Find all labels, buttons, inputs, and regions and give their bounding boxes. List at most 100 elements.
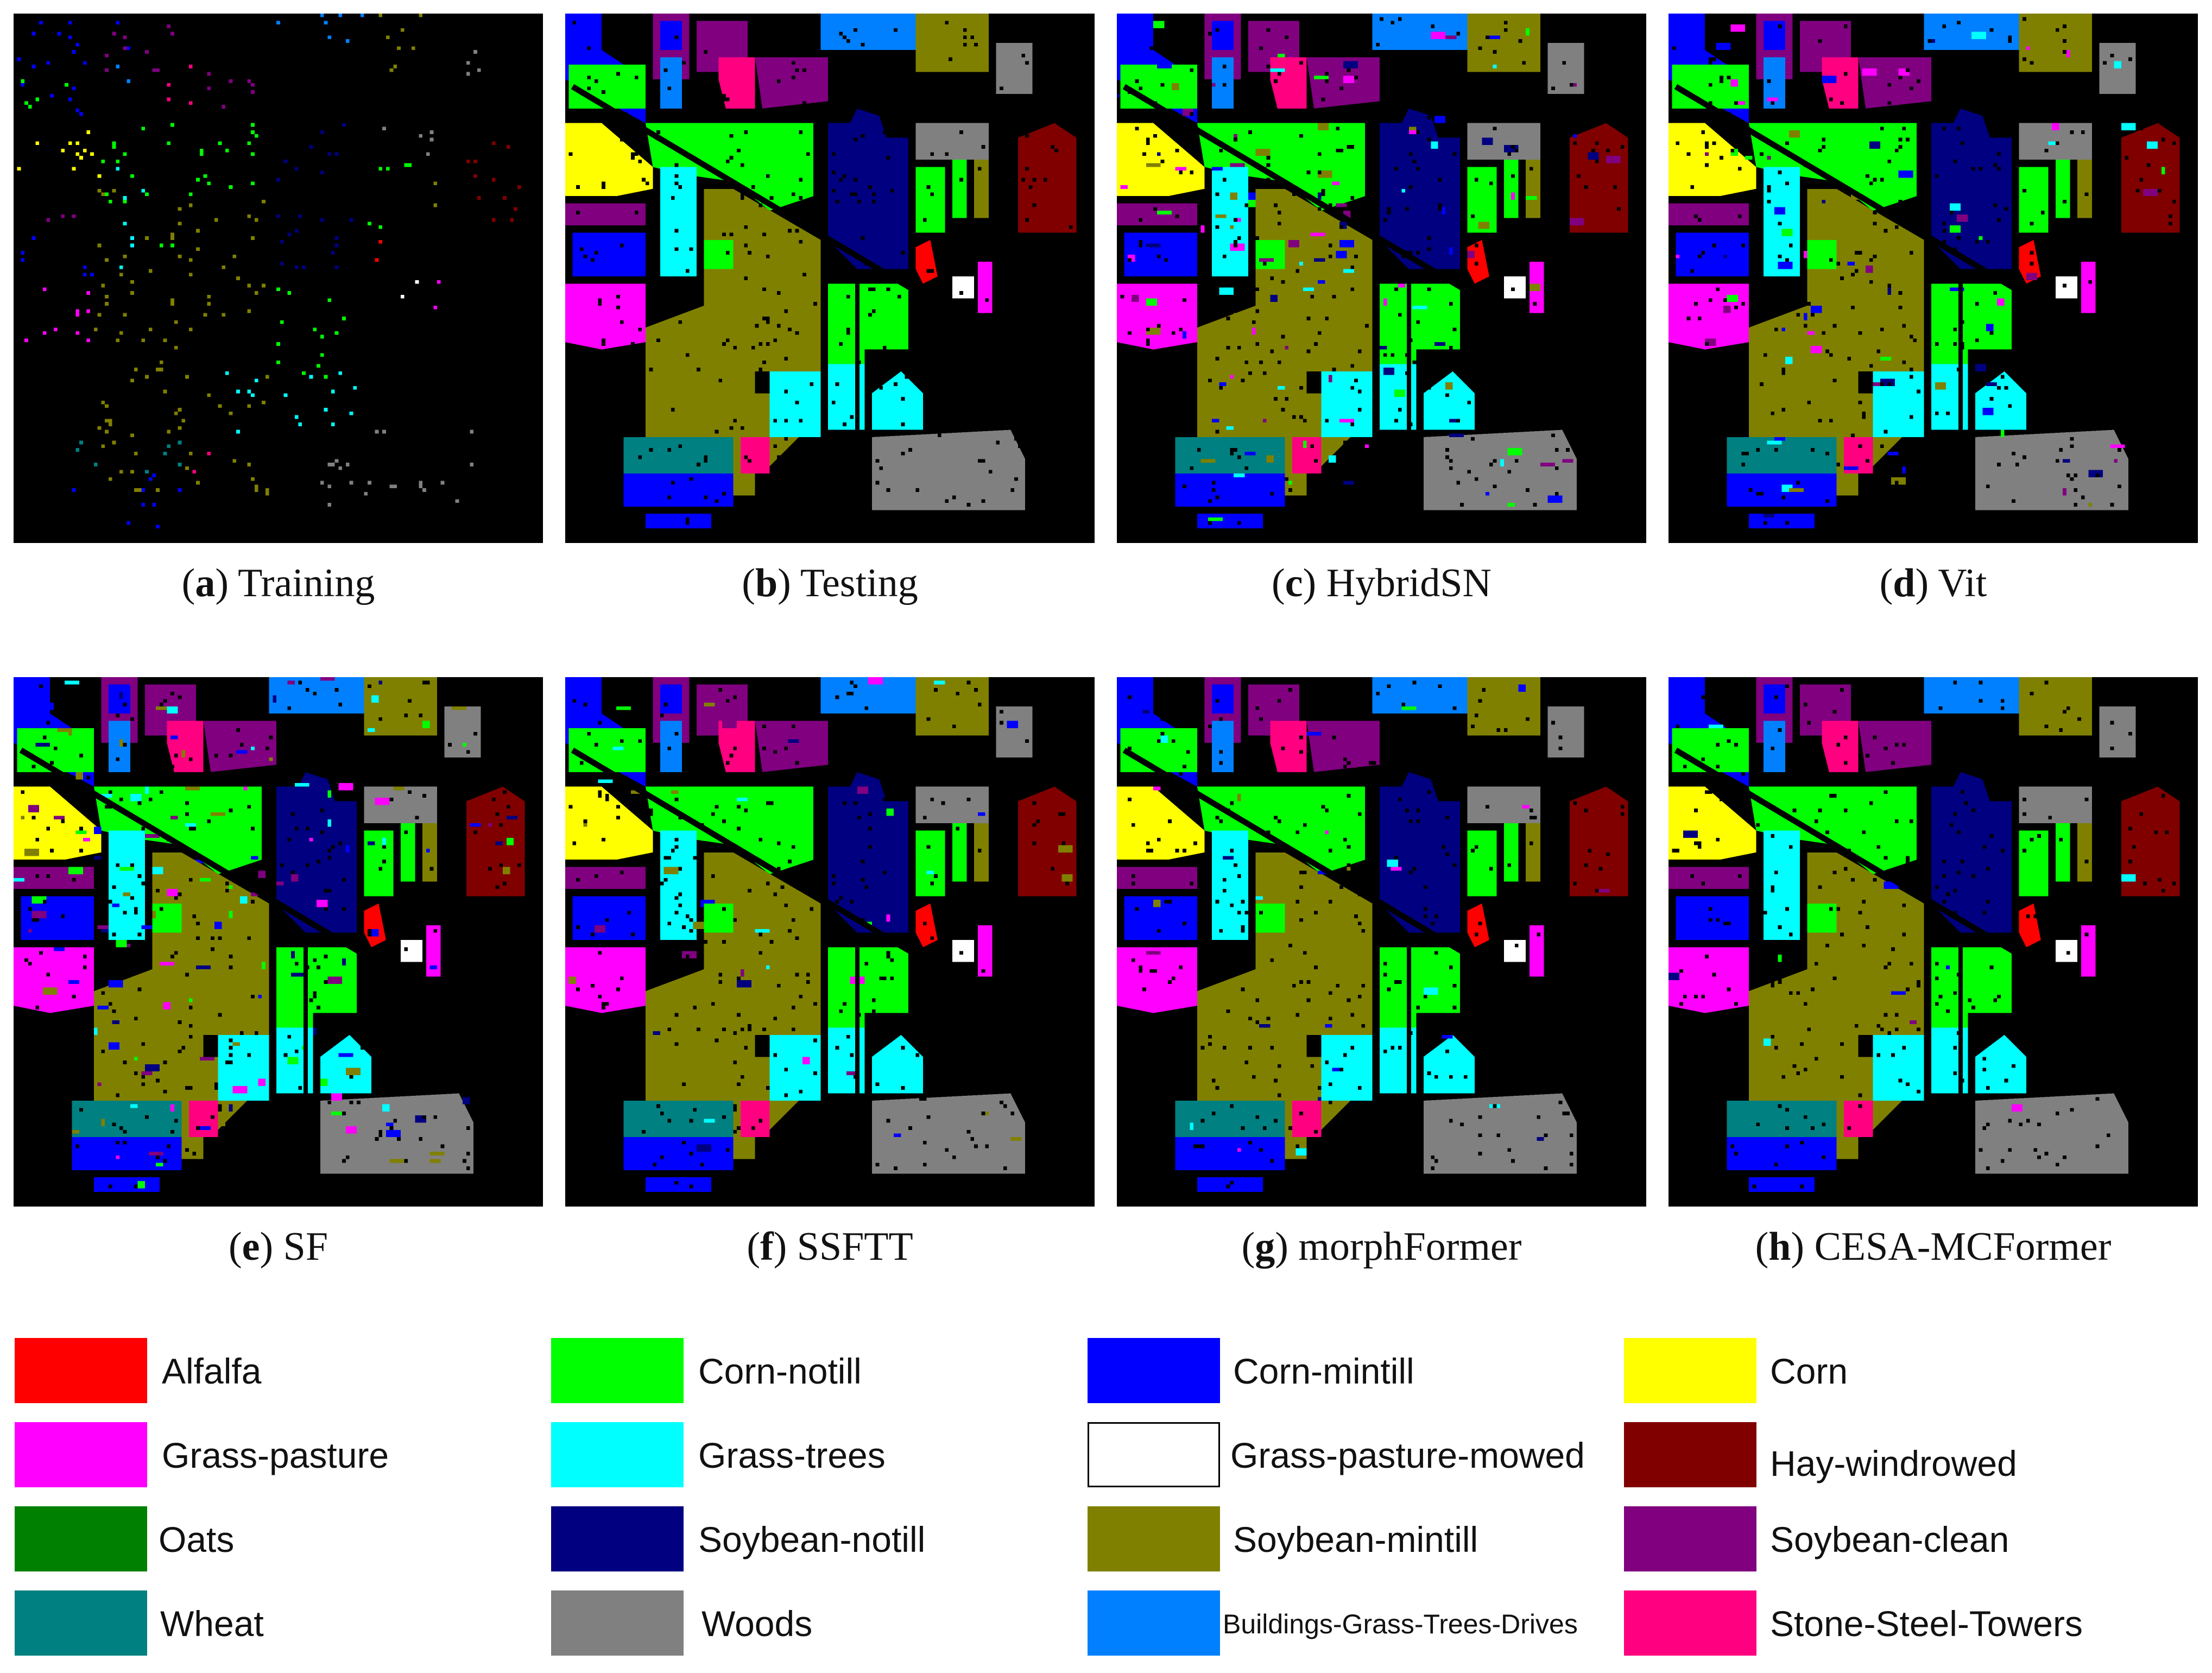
misclassified-patch bbox=[101, 929, 109, 933]
unlabeled-pixel bbox=[1690, 185, 1695, 189]
legend-swatch-corn-notill bbox=[551, 1338, 684, 1403]
training-sample bbox=[185, 375, 189, 379]
unlabeled-pixel bbox=[839, 31, 843, 36]
unlabeled-pixel bbox=[901, 451, 905, 456]
unlabeled-pixel bbox=[890, 188, 894, 193]
unlabeled-pixel bbox=[1712, 141, 1716, 146]
misclassified-patch bbox=[229, 885, 233, 889]
unlabeled-pixel bbox=[287, 1034, 292, 1039]
field-region bbox=[1763, 21, 1786, 50]
misclassified-patch bbox=[1778, 262, 1793, 269]
unlabeled-pixel bbox=[1197, 1144, 1201, 1148]
unlabeled-pixel bbox=[1139, 86, 1143, 91]
unlabeled-pixel bbox=[656, 338, 660, 343]
misclassified-patch bbox=[1898, 171, 1913, 178]
unlabeled-pixel bbox=[141, 943, 146, 948]
unlabeled-pixel bbox=[1785, 1144, 1789, 1148]
unlabeled-pixel bbox=[1803, 703, 1807, 706]
unlabeled-pixel bbox=[1146, 137, 1150, 142]
unlabeled-pixel bbox=[1168, 819, 1172, 823]
training-sample bbox=[327, 463, 331, 466]
unlabeled-pixel bbox=[1204, 225, 1209, 229]
misclassified-patch bbox=[123, 892, 131, 897]
training-sample bbox=[170, 232, 174, 237]
unlabeled-pixel bbox=[1146, 338, 1150, 343]
misclassified-patch bbox=[1237, 218, 1241, 222]
unlabeled-pixel bbox=[1606, 852, 1610, 856]
unlabeled-pixel bbox=[1175, 148, 1179, 153]
unlabeled-pixel bbox=[130, 863, 134, 867]
unlabeled-pixel bbox=[1153, 207, 1157, 211]
misclassified-patch bbox=[331, 1112, 343, 1115]
misclassified-patch bbox=[309, 874, 324, 882]
unlabeled-pixel bbox=[1211, 1112, 1216, 1115]
misclassified-patch bbox=[1153, 786, 1161, 791]
training-sample bbox=[178, 426, 182, 430]
misclassified-patch bbox=[1935, 382, 1946, 390]
unlabeled-pixel bbox=[1869, 280, 1873, 284]
misclassified-patch bbox=[1796, 408, 1807, 415]
unlabeled-pixel bbox=[791, 1027, 795, 1032]
unlabeled-pixel bbox=[1474, 243, 1478, 248]
training-sample bbox=[188, 65, 193, 68]
unlabeled-pixel bbox=[2110, 503, 2114, 507]
unlabeled-pixel bbox=[784, 746, 788, 750]
unlabeled-pixel bbox=[1285, 477, 1289, 481]
misclassified-patch bbox=[1723, 254, 1727, 258]
misclassified-patch bbox=[802, 1057, 810, 1064]
unlabeled-pixel bbox=[1171, 739, 1175, 743]
unlabeled-pixel bbox=[1456, 419, 1461, 423]
unlabeled-pixel bbox=[1737, 167, 1742, 171]
unlabeled-pixel bbox=[1241, 987, 1245, 992]
unlabeled-pixel bbox=[1771, 1034, 1774, 1039]
unlabeled-pixel bbox=[725, 761, 730, 765]
unlabeled-pixel bbox=[871, 998, 876, 1002]
unlabeled-pixel bbox=[1894, 1027, 1899, 1032]
unlabeled-pixel bbox=[1262, 1126, 1267, 1130]
unlabeled-pixel bbox=[1354, 75, 1358, 80]
unlabeled-pixel bbox=[1496, 1133, 1501, 1138]
misclassified-patch bbox=[506, 816, 517, 820]
unlabeled-pixel bbox=[1562, 61, 1566, 65]
unlabeled-pixel bbox=[1244, 911, 1249, 915]
training-sample bbox=[83, 273, 87, 277]
unlabeled-pixel bbox=[1566, 448, 1570, 452]
unlabeled-pixel bbox=[1043, 178, 1047, 182]
unlabeled-pixel bbox=[495, 885, 500, 889]
misclassified-patch bbox=[1723, 305, 1731, 313]
unlabeled-pixel bbox=[966, 680, 971, 685]
unlabeled-pixel bbox=[689, 477, 693, 481]
unlabeled-pixel bbox=[915, 488, 920, 492]
unlabeled-pixel bbox=[616, 987, 620, 992]
unlabeled-pixel bbox=[116, 1140, 119, 1145]
field-region bbox=[1873, 371, 1924, 437]
unlabeled-pixel bbox=[1306, 980, 1311, 984]
unlabeled-pixel bbox=[1200, 1046, 1205, 1050]
unlabeled-pixel bbox=[123, 703, 127, 706]
misclassified-patch bbox=[693, 921, 704, 929]
unlabeled-pixel bbox=[1255, 236, 1260, 240]
unlabeled-pixel bbox=[1442, 349, 1446, 353]
unlabeled-pixel bbox=[1811, 987, 1815, 992]
misclassified-patch bbox=[429, 1159, 441, 1163]
unlabeled-pixel bbox=[1858, 331, 1862, 335]
unlabeled-pixel bbox=[1854, 251, 1859, 255]
unlabeled-pixel bbox=[1325, 72, 1329, 76]
field-region bbox=[915, 167, 945, 233]
misclassified-patch bbox=[788, 739, 799, 743]
unlabeled-pixel bbox=[1836, 743, 1841, 747]
unlabeled-pixel bbox=[1917, 1027, 1920, 1032]
field-region bbox=[915, 830, 945, 897]
unlabeled-pixel bbox=[2169, 214, 2172, 218]
unlabeled-pixel bbox=[1960, 141, 1964, 146]
misclassified-patch bbox=[2000, 430, 2005, 437]
unlabeled-pixel bbox=[1734, 743, 1738, 747]
unlabeled-pixel bbox=[1445, 393, 1449, 397]
unlabeled-pixel bbox=[1730, 1144, 1735, 1148]
unlabeled-pixel bbox=[1902, 1046, 1906, 1050]
unlabeled-pixel bbox=[854, 684, 857, 689]
unlabeled-pixel bbox=[2012, 499, 2015, 503]
unlabeled-pixel bbox=[1986, 1166, 1990, 1170]
unlabeled-pixel bbox=[1336, 983, 1340, 988]
unlabeled-pixel bbox=[1431, 24, 1434, 28]
